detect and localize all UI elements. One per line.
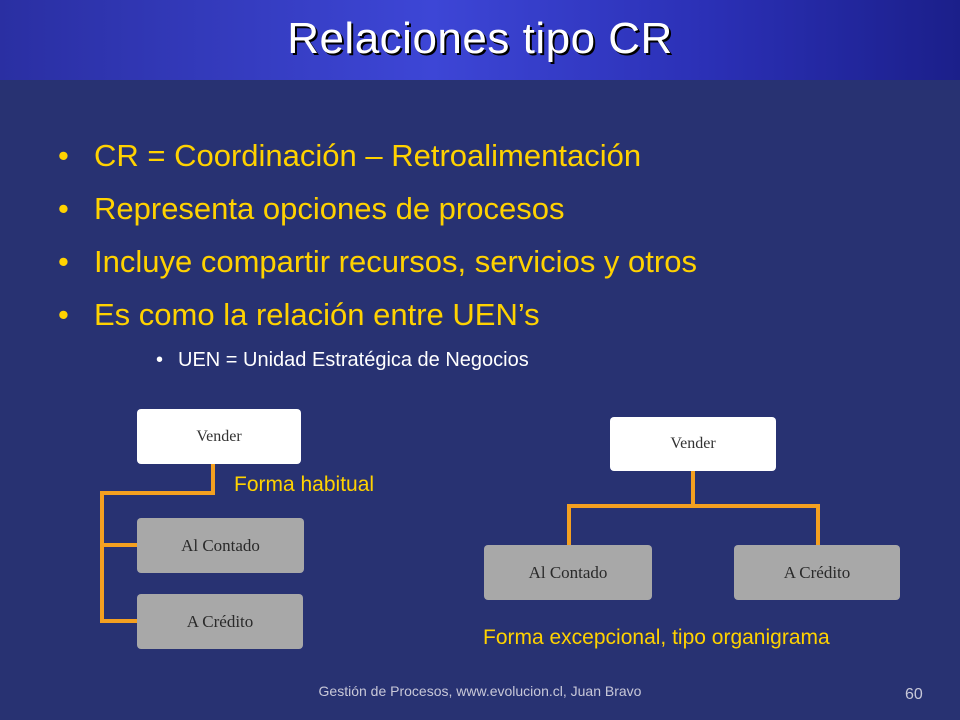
connector-line [211,464,215,494]
bullet-item: Incluye compartir recursos, servicios y … [58,240,697,293]
bullet-item: Representa opciones de procesos [58,187,697,240]
diagram-caption: Forma habitual [234,473,375,496]
bullet-item: CR = Coordinación – Retroalimentación [58,134,697,187]
page-number: 60 [905,686,923,703]
connector-line [567,504,820,508]
child-node: A Crédito [734,545,900,600]
connector-line [100,491,215,495]
root-node: Vender [137,409,301,464]
footer-text: Gestión de Procesos, www.evolucion.cl, J… [318,683,642,699]
child-node: A Crédito [137,594,303,649]
slide-title: Relaciones tipo CR [287,14,673,63]
diagram-caption: Forma excepcional, tipo organigrama [483,626,830,649]
connector-line [100,619,137,623]
connector-line [100,543,137,547]
bullet-list: CR = Coordinación – Retroalimentación Re… [58,134,697,346]
connector-line [567,504,571,545]
child-node: Al Contado [137,518,304,573]
bullet-item: Es como la relación entre UEN’s [58,293,697,346]
child-node: Al Contado [484,545,652,600]
root-node: Vender [610,417,776,471]
connector-line [100,491,104,623]
connector-line [816,504,820,545]
title-bar [0,0,960,80]
connector-line [691,471,695,506]
sub-bullet-item: UEN = Unidad Estratégica de Negocios [156,347,529,373]
